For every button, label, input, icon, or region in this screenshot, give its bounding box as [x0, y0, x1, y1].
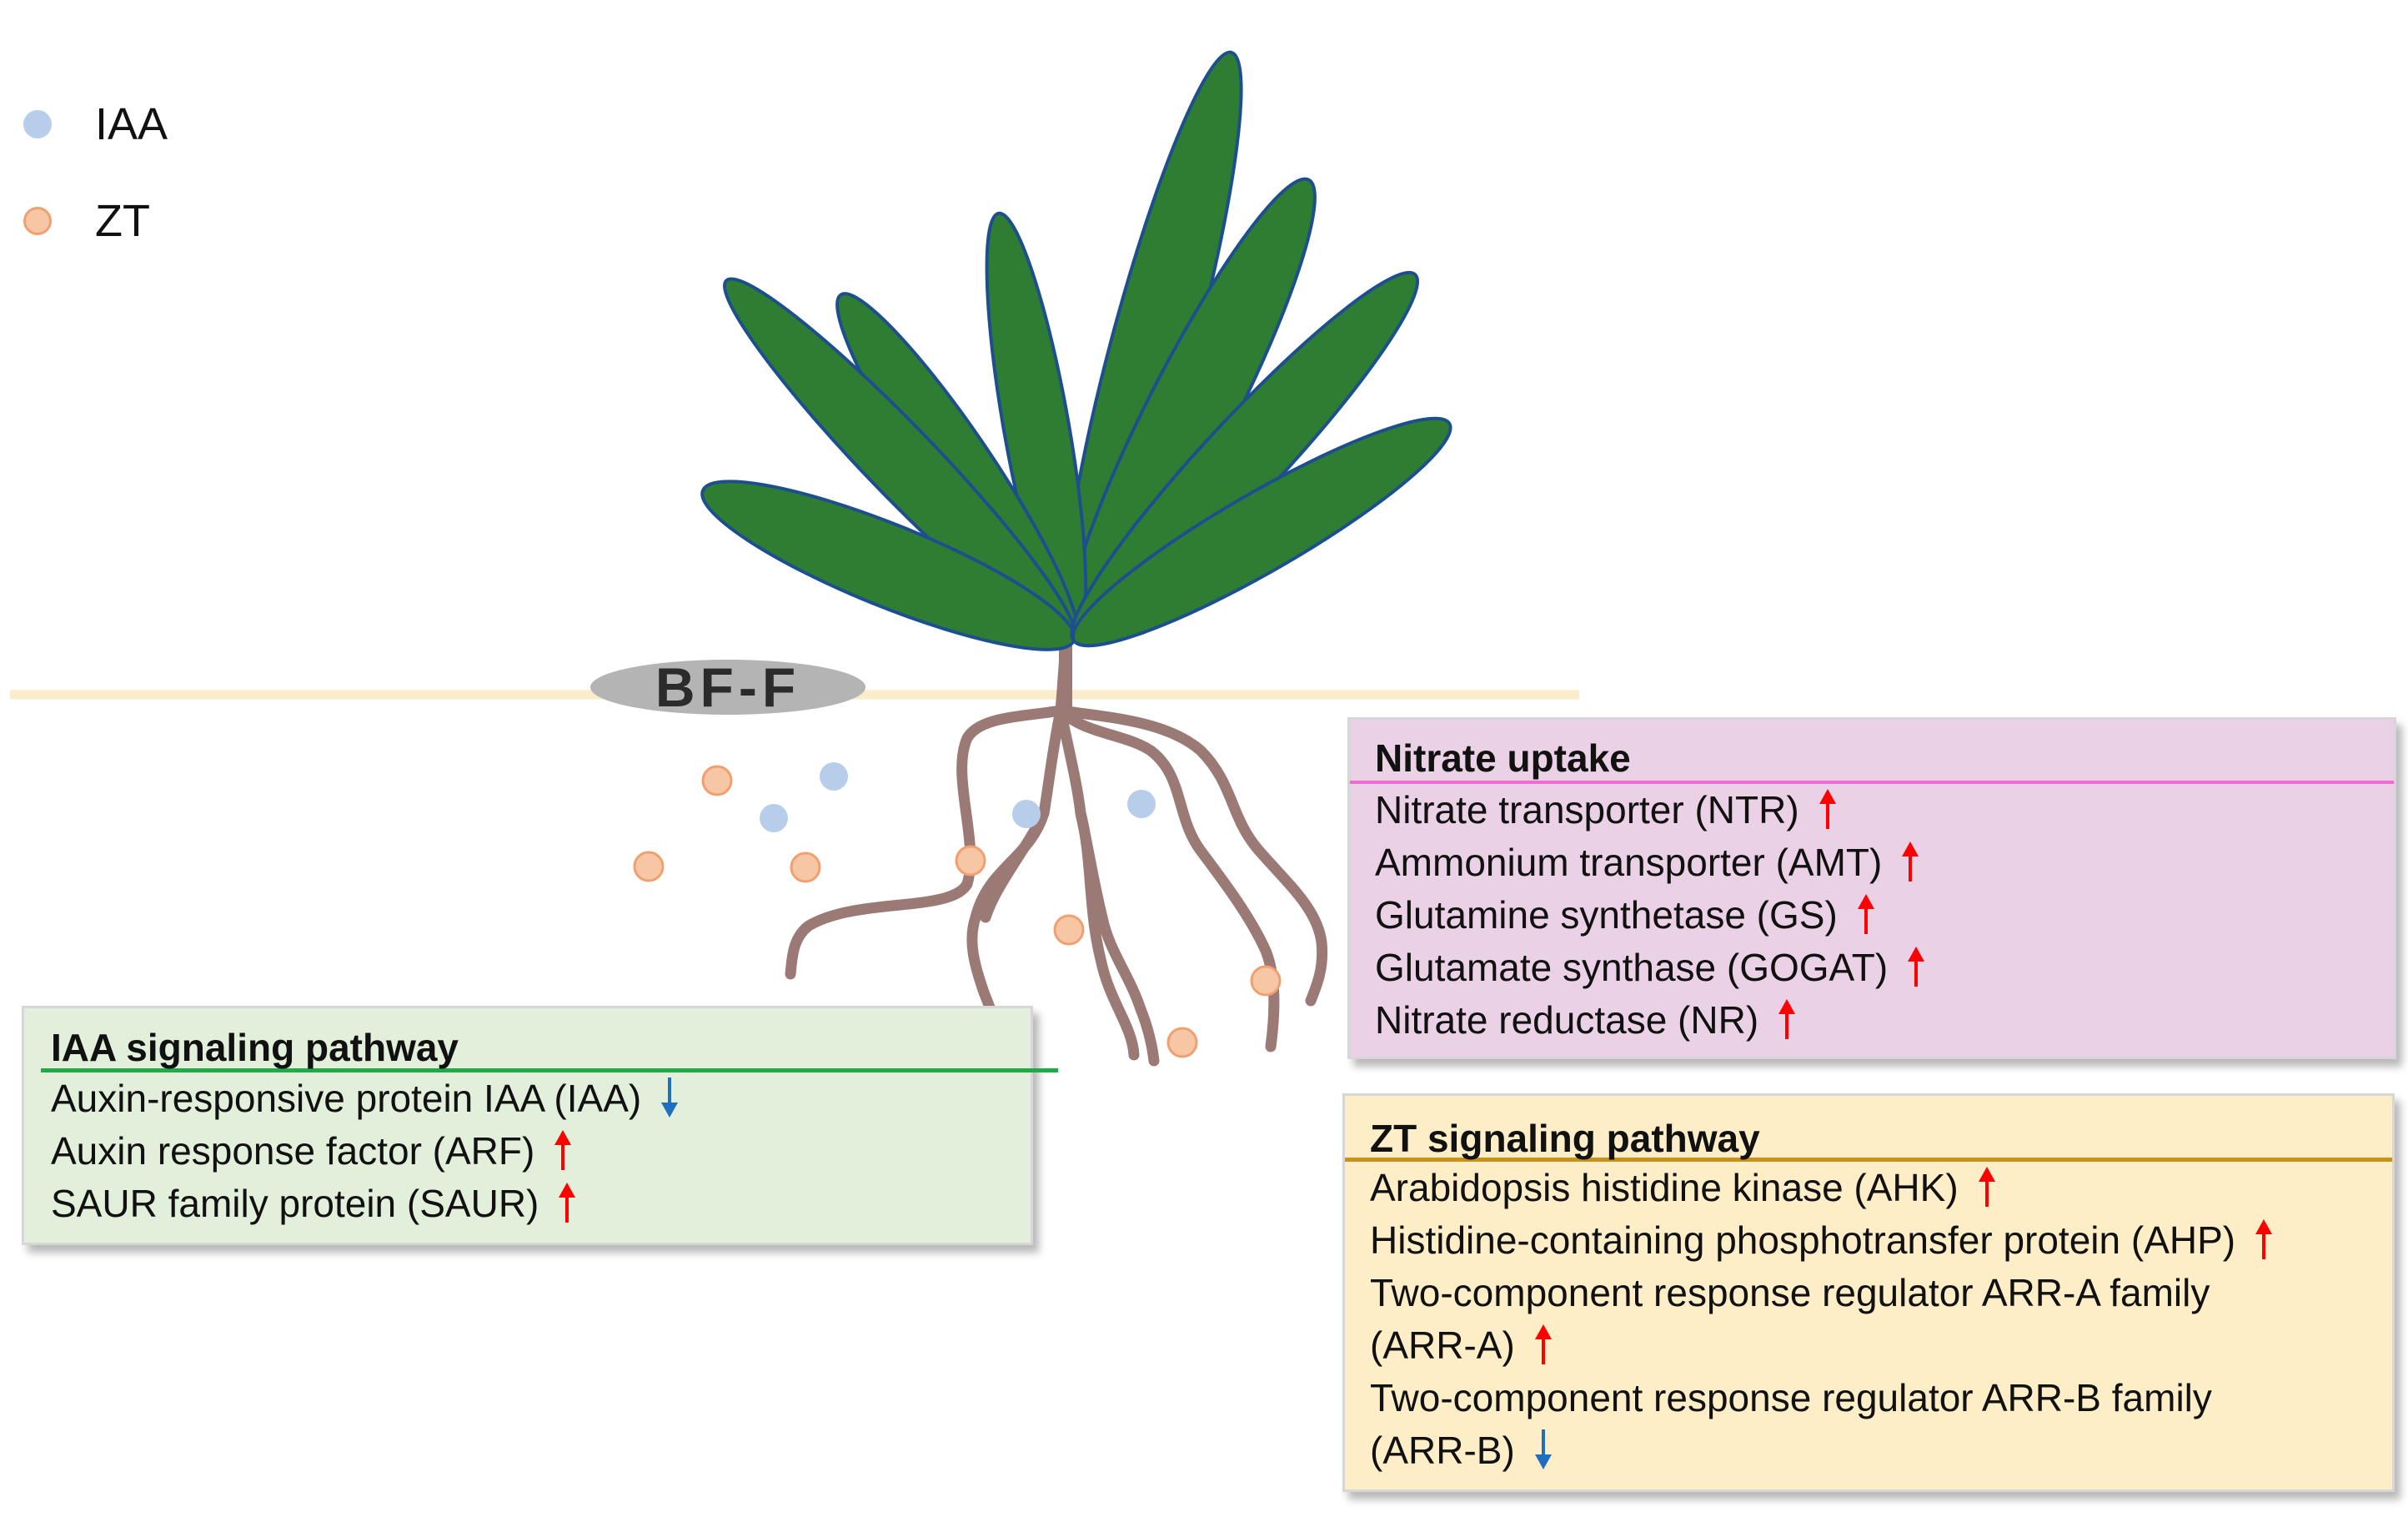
- down-arrow-icon: [1533, 1424, 1553, 1474]
- zt-particle-11: [1166, 1027, 1198, 1058]
- zt-particle-5: [701, 765, 733, 796]
- zt-item-label: (ARR-A): [1370, 1324, 1515, 1367]
- nitrate-uptake-box: Nitrate uptake Nitrate transporter (NTR)…: [1347, 717, 2396, 1059]
- legend-dot-zt: [23, 207, 52, 235]
- nitrate-item-label: Nitrate transporter (NTR): [1375, 788, 1799, 831]
- zt-item-2: Histidine-containing phosphotransfer pro…: [1370, 1214, 2392, 1267]
- legend-item-zt: ZT: [23, 195, 150, 247]
- legend-label-iaa: IAA: [95, 99, 168, 149]
- zt-item-1: Arabidopsis histidine kinase (AHK): [1370, 1162, 2392, 1214]
- iaa-signaling-box: IAA signaling pathway Auxin-responsive p…: [22, 1006, 1058, 1245]
- bf-f-label: BF-F: [590, 656, 865, 718]
- iaa-particle-2: [760, 804, 788, 832]
- nitrate-item-label: Ammonium transporter (AMT): [1375, 841, 1883, 884]
- up-arrow-icon: [1856, 889, 1876, 939]
- zt-particle-9: [1053, 914, 1085, 946]
- zt-particle-6: [633, 851, 665, 882]
- up-arrow-icon: [1900, 836, 1920, 887]
- iaa-item-list: Auxin-responsive protein IAA (IAA) Auxin …: [24, 1072, 1031, 1230]
- zt-item-6: (ARR-B): [1370, 1424, 2392, 1477]
- nitrate-item-1: Nitrate transporter (NTR): [1375, 784, 2394, 836]
- nitrate-item-list: Nitrate transporter (NTR) Ammonium transp…: [1350, 784, 2394, 1047]
- zt-item-label: Two-component response regulator ARR-B f…: [1370, 1376, 2212, 1419]
- zt-particle-7: [790, 851, 821, 883]
- zt-item-label: Two-component response regulator ARR-A f…: [1370, 1271, 2210, 1314]
- leaf-8: [1071, 416, 1452, 648]
- nitrate-item-4: Glutamate synthase (GOGAT): [1375, 942, 2394, 994]
- legend-dot-iaa: [23, 110, 52, 138]
- iaa-item-label: SAUR family protein (SAUR): [51, 1182, 539, 1225]
- nitrate-item-3: Glutamine synthetase (GS): [1375, 889, 2394, 942]
- zt-item-list: Arabidopsis histidine kinase (AHK) Histid…: [1345, 1162, 2392, 1477]
- zt-item-4: (ARR-A): [1370, 1319, 2392, 1372]
- up-arrow-icon: [557, 1178, 577, 1228]
- nitrate-item-label: Glutamine synthetase (GS): [1375, 893, 1838, 937]
- zt-item-3: Two-component response regulator ARR-A f…: [1370, 1267, 2392, 1319]
- iaa-particle-3: [1012, 800, 1041, 828]
- nitrate-item-label: Nitrate reductase (NR): [1375, 998, 1759, 1042]
- iaa-item-1: Auxin-responsive protein IAA (IAA): [51, 1072, 1031, 1125]
- nitrate-box-rule: [1350, 781, 2394, 784]
- up-arrow-icon: [1818, 784, 1838, 834]
- zt-item-5: Two-component response regulator ARR-B f…: [1370, 1372, 2392, 1424]
- up-arrow-icon: [1977, 1162, 1997, 1212]
- nitrate-box-title: Nitrate uptake: [1375, 736, 1631, 780]
- iaa-particle-4: [1127, 790, 1156, 818]
- zt-particle-10: [1250, 965, 1282, 997]
- legend-item-iaa: IAA: [23, 98, 168, 150]
- iaa-item-label: Auxin-responsive protein IAA (IAA): [51, 1077, 642, 1120]
- nitrate-item-5: Nitrate reductase (NR): [1375, 994, 2394, 1047]
- zt-item-label: Histidine-containing phosphotransfer pro…: [1370, 1218, 2236, 1262]
- hormone-particles: [633, 762, 1282, 1058]
- iaa-item-3: SAUR family protein (SAUR): [51, 1178, 1031, 1230]
- zt-box-rule: [1345, 1158, 2392, 1162]
- bf-f-text: BF-F: [655, 656, 801, 718]
- up-arrow-icon: [2254, 1214, 2274, 1264]
- up-arrow-icon: [1906, 942, 1926, 992]
- zt-signaling-box: ZT signaling pathway Arabidopsis histidi…: [1342, 1093, 2395, 1492]
- up-arrow-icon: [1777, 994, 1797, 1044]
- zt-box-title: ZT signaling pathway: [1370, 1117, 1760, 1160]
- iaa-particle-1: [820, 762, 848, 791]
- legend-label-zt: ZT: [95, 196, 150, 246]
- iaa-box-title: IAA signaling pathway: [51, 1026, 459, 1069]
- up-arrow-icon: [1533, 1319, 1553, 1369]
- iaa-item-label: Auxin response factor (ARF): [51, 1129, 535, 1173]
- nitrate-item-2: Ammonium transporter (AMT): [1375, 836, 2394, 889]
- down-arrow-icon: [660, 1072, 680, 1123]
- zt-particle-8: [955, 845, 986, 877]
- zt-item-label: Arabidopsis histidine kinase (AHK): [1370, 1166, 1959, 1209]
- nitrate-item-label: Glutamate synthase (GOGAT): [1375, 946, 1889, 989]
- iaa-item-2: Auxin response factor (ARF): [51, 1125, 1031, 1178]
- zt-item-label: (ARR-B): [1370, 1429, 1515, 1472]
- up-arrow-icon: [553, 1125, 573, 1175]
- iaa-box-rule: [41, 1068, 1058, 1072]
- leaves: [700, 50, 1452, 651]
- roots: [785, 636, 1328, 1067]
